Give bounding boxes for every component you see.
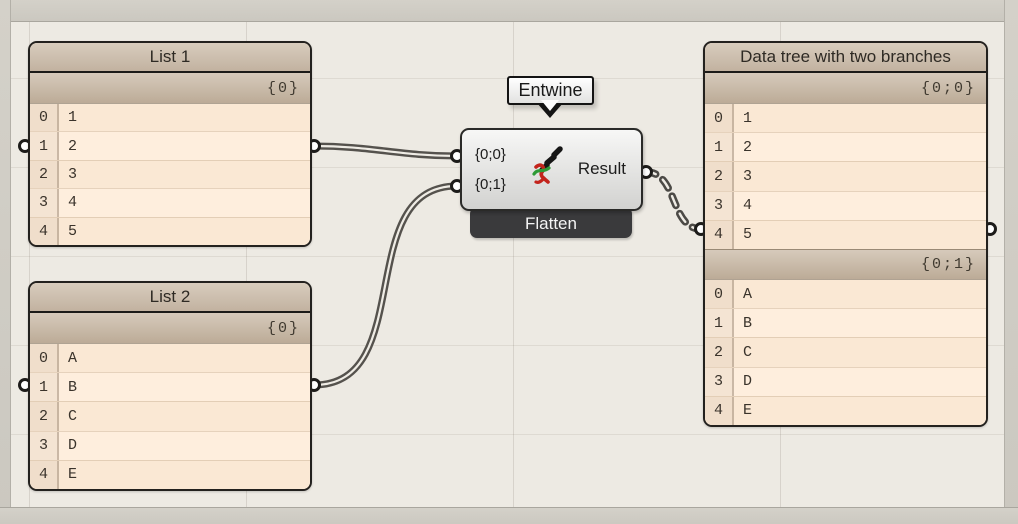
panel-title: List 2 xyxy=(30,283,310,313)
row-value: 2 xyxy=(743,138,753,156)
row-value: 2 xyxy=(68,137,78,155)
flatten-tag: Flatten xyxy=(470,207,632,238)
row-value: B xyxy=(743,314,753,332)
row-value: D xyxy=(68,437,78,455)
row-value: 4 xyxy=(743,197,753,215)
canvas-edge-left xyxy=(0,0,11,524)
row-value: C xyxy=(68,408,78,425)
row-index: 3 xyxy=(30,431,59,460)
entwine-icon xyxy=(532,144,572,188)
wire-entwine-to-tree-dashed[interactable] xyxy=(642,168,705,233)
row-value: A xyxy=(68,349,78,367)
row-value: B xyxy=(68,378,78,396)
row-value: 1 xyxy=(743,109,753,127)
canvas-edge-right xyxy=(1004,0,1018,524)
row-index: 4 xyxy=(30,460,59,489)
canvas-edge-bottom xyxy=(0,507,1018,524)
row-value: 4 xyxy=(68,194,78,212)
row-index: 0 xyxy=(30,344,59,373)
wire-list1-to-entwine[interactable] xyxy=(313,142,458,160)
row-index: 1 xyxy=(705,133,734,162)
flatten-tag-label: Flatten xyxy=(525,214,577,233)
row-value: 3 xyxy=(743,168,753,185)
row-value: 3 xyxy=(68,166,78,184)
entwine-tooltip: Entwine xyxy=(507,76,594,118)
row-index: 1 xyxy=(30,132,59,160)
branch-path-label: {0;0} xyxy=(705,73,986,104)
entwine-tooltip-label: Entwine xyxy=(518,80,583,100)
row-index: 2 xyxy=(705,162,734,191)
row-value: C xyxy=(743,344,753,362)
row-index: 3 xyxy=(705,367,734,396)
row-index: 4 xyxy=(30,217,59,245)
branch-path-label: {0;1} xyxy=(705,249,986,281)
row-value: 5 xyxy=(68,222,78,240)
row-index: 2 xyxy=(30,160,59,189)
row-index: 1 xyxy=(30,373,59,402)
entwine-input-label-1: {0;0} xyxy=(475,146,506,163)
canvas-edge-top xyxy=(0,0,1018,22)
row-index: 0 xyxy=(30,104,59,132)
row-index: 0 xyxy=(705,280,734,309)
row-index: 4 xyxy=(705,220,734,250)
panel-title: Data tree with two branches xyxy=(705,43,986,73)
wire-list2-to-entwine[interactable] xyxy=(313,182,458,389)
entwine-output-label: Result xyxy=(577,159,626,178)
row-index: 0 xyxy=(705,104,734,133)
entwine-input-label-2: {0;1} xyxy=(475,176,506,193)
row-value: E xyxy=(743,402,753,420)
row-value: D xyxy=(743,373,753,391)
row-index: 2 xyxy=(705,338,734,367)
panel-title: List 1 xyxy=(30,43,310,73)
row-value: 5 xyxy=(743,226,753,244)
branch-path-label: {0} xyxy=(30,313,310,344)
entwine-component[interactable]: {0;0} {0;1} Result xyxy=(460,128,643,211)
row-index: 2 xyxy=(30,402,59,431)
row-value: 1 xyxy=(68,109,78,127)
row-value: A xyxy=(743,285,753,303)
row-index: 1 xyxy=(705,309,734,338)
row-value: E xyxy=(68,466,78,484)
branch-path-label: {0} xyxy=(30,73,310,104)
row-index: 4 xyxy=(705,396,734,425)
row-index: 3 xyxy=(705,191,734,220)
row-index: 3 xyxy=(30,189,59,217)
